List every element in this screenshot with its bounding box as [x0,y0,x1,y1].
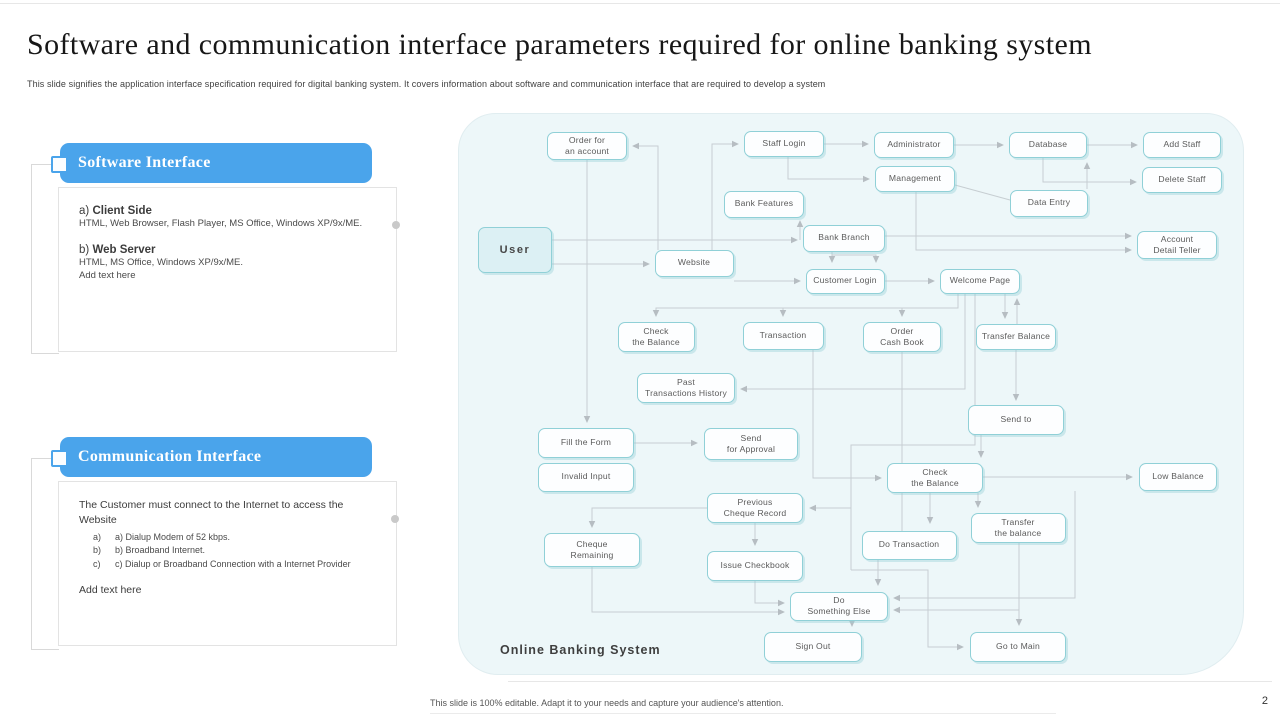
add-text-placeholder: Add text here [79,583,142,596]
item-heading-client-side: a) Client Side [79,205,384,217]
list-marker: b) [93,545,102,556]
section-marker-square [51,156,68,173]
list-text: c) Dialup or Broadband Connection with a… [115,558,351,569]
section-header-communication-interface: Communication Interface [60,437,372,477]
section-intro: The Customer must connect to the Interne… [79,499,344,527]
page-subtitle: This slide signifies the application int… [27,79,826,89]
item-heading-web-server: b) Web Server [79,244,384,256]
item-body-client-side: HTML, Web Browser, Flash Player, MS Offi… [79,218,363,229]
footer-divider [508,681,1272,682]
section-list: a) a) Dialup Modem of 52 kbps. b) b) Broad… [79,531,384,570]
top-divider [0,3,1280,4]
list-item: a) a) Dialup Modem of 52 kbps. [79,531,384,544]
add-text-placeholder: Add text here [79,270,136,282]
section-bracket-line [31,164,59,354]
footer-underline [430,713,1056,714]
list-text: b) Broadband Internet. [115,545,206,556]
section-bracket-line [31,458,59,650]
page-number: 2 [1261,695,1268,707]
item-prefix: b) [79,243,90,256]
item-title: Client Side [92,205,152,217]
list-item: b) b) Broadband Internet. [79,544,384,557]
section-header-software-interface: Software Interface [60,143,372,183]
diagram-title: Online Banking System [500,643,661,657]
list-text: a) Dialup Modem of 52 kbps. [115,532,231,543]
list-marker: c) [93,558,101,569]
section-body-software-interface: a) Client Side HTML, Web Browser, Flash … [58,187,397,352]
item-prefix: a) [79,205,90,217]
item-title: Web Server [92,243,156,256]
list-marker: a) [93,532,102,543]
section-marker-square [51,450,68,467]
section-connector-dot [392,221,400,229]
list-item: c) c) Dialup or Broadband Connection with… [79,558,384,571]
section-body-communication-interface: The Customer must connect to the Interne… [58,481,397,646]
item-body-web-server: HTML, MS Office, Windows XP/9x/ME. [79,256,244,268]
footer-note: This slide is 100% editable. Adapt it to… [430,698,784,708]
section-connector-dot [391,515,399,523]
flowchart-panel [458,113,1244,675]
page-title: Software and communication interface par… [27,28,1092,61]
